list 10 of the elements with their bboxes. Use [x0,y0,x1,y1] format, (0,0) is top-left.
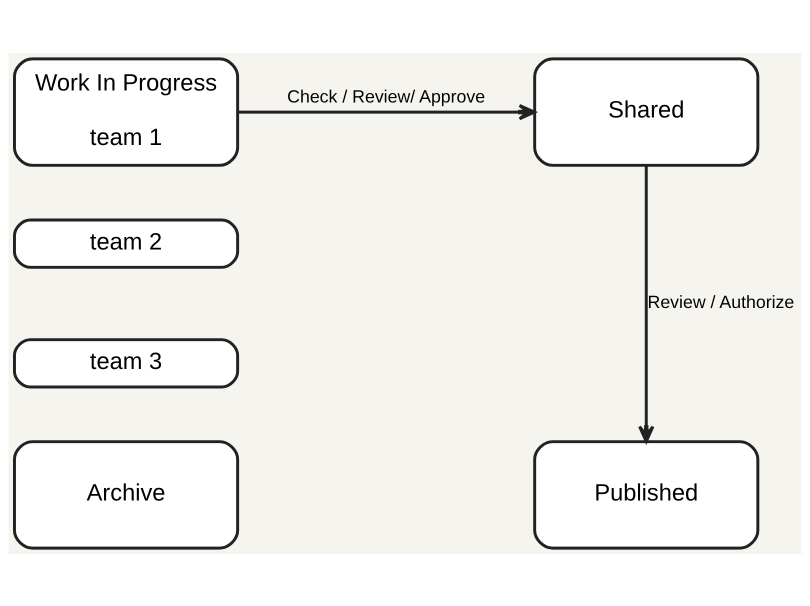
node-box: Shared [533,56,760,166]
edge-label: Review / Authorize [648,292,794,312]
edge-label: Check / Review/ Approve [287,86,486,106]
node-box: team 2 [13,218,240,268]
node-box: Archive [13,440,240,550]
arrow [638,165,654,442]
node-box: team 3 [13,338,240,388]
node-box: Published [533,440,760,550]
arrow [238,103,536,120]
node-box: Work In Progress team 1 [13,56,240,166]
